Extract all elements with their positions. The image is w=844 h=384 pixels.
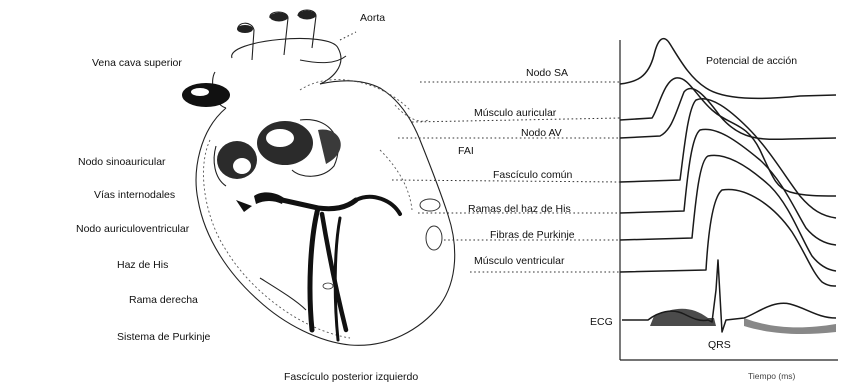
label-qrs: QRS — [708, 339, 731, 351]
label-fasciculo-comun: Fascículo común — [493, 169, 573, 181]
label-aorta: Aorta — [360, 12, 385, 24]
label-fibras-purkinje: Fibras de Purkinje — [490, 229, 575, 241]
label-vena-cava: Vena cava superior — [92, 57, 182, 69]
label-vias-internodales: Vías internodales — [94, 189, 175, 201]
label-ramas-his: Ramas del haz de His — [468, 203, 571, 215]
label-nodo-av: Nodo AV — [521, 127, 562, 139]
label-tiempo: Tiempo (ms) — [748, 371, 796, 381]
label-musculo-ventricular: Músculo ventricular — [474, 255, 565, 267]
label-rama-derecha: Rama derecha — [129, 294, 198, 306]
label-nodo-auriculoventricular: Nodo auriculoventricular — [76, 223, 190, 235]
label-fasciculo-posterior: Fascículo posterior izquierdo — [284, 371, 418, 383]
trace-nodo-sa — [620, 39, 836, 99]
trace-musculo-ventricular — [620, 189, 836, 286]
label-nodo-sa: Nodo SA — [526, 67, 568, 79]
ecg-baseline-band — [650, 309, 716, 326]
label-sistema-purkinje: Sistema de Purkinje — [117, 331, 211, 343]
label-musculo-auricular: Músculo auricular — [474, 107, 557, 119]
trace-ramas-his — [620, 129, 836, 245]
label-potencial-accion: Potencial de acción — [706, 55, 797, 67]
label-nodo-sinoauricular: Nodo sinoauricular — [78, 156, 166, 168]
label-ecg: ECG — [590, 316, 613, 328]
action-potential-panel: Potencial de acción Nodo SA Músculo auri… — [468, 39, 838, 381]
heart-illustration — [182, 10, 455, 345]
label-fai: FAI — [458, 145, 474, 157]
label-haz-de-his: Haz de His — [117, 259, 168, 271]
